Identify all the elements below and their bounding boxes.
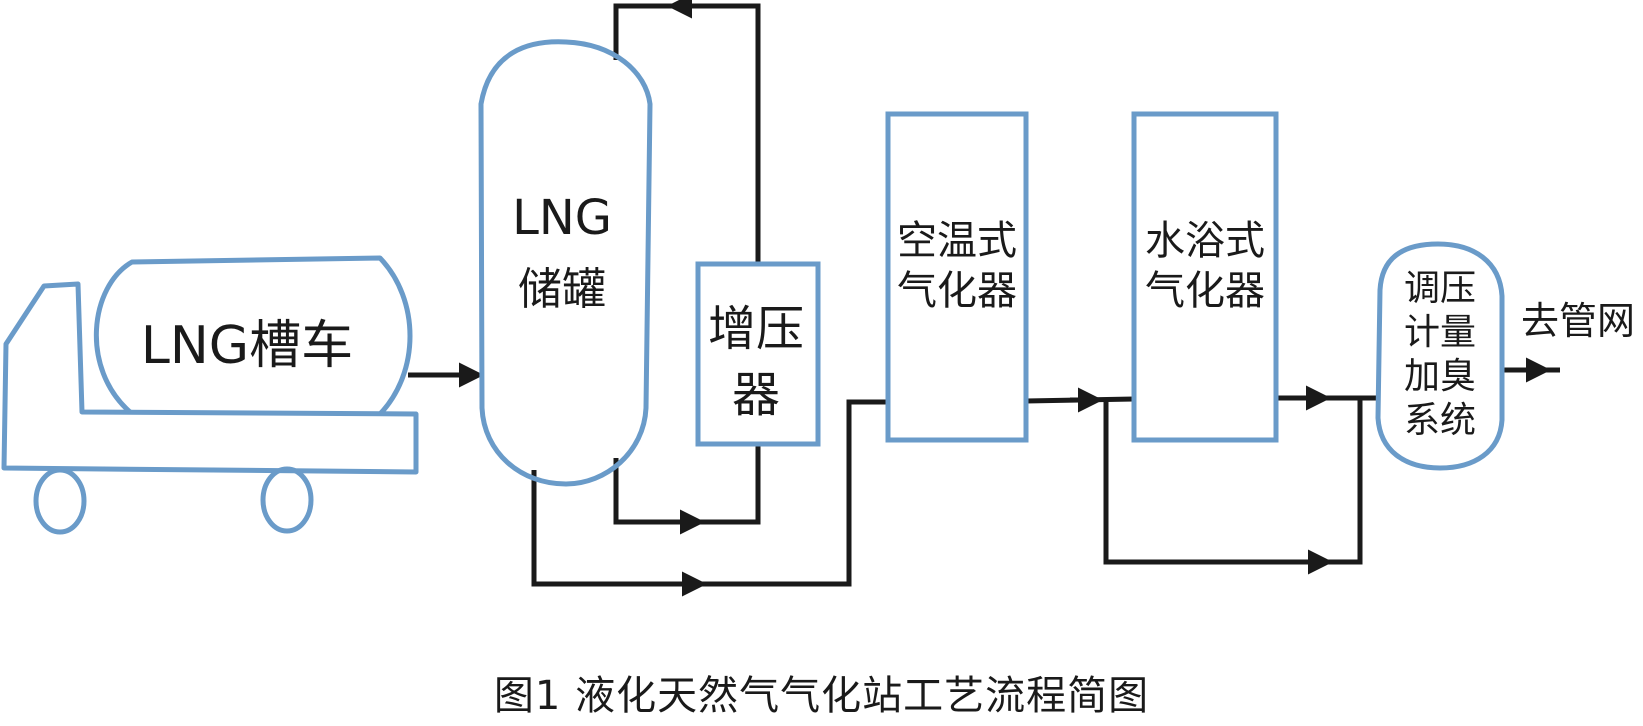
tanker-rear-wheel	[260, 466, 314, 534]
pipe-tank-to-ambient-vaporizer	[531, 399, 888, 587]
pipe-lines	[408, 0, 1560, 597]
booster-label-line1: 增压	[708, 301, 804, 357]
tanker-label: LNG槽车	[141, 316, 353, 376]
water-bath-vaporizer-box	[1131, 111, 1279, 443]
ambient-vaporizer-box	[885, 111, 1029, 443]
tanker-tank-body	[93, 255, 413, 416]
ambient-vaporizer-label-line1: 空温式	[897, 218, 1017, 264]
booster-box	[695, 261, 821, 447]
outlet-label: 去管网	[1521, 299, 1635, 343]
regulating-system-label-line3: 加臭	[1404, 356, 1476, 397]
ambient-vaporizer-label-line2: 气化器	[897, 268, 1017, 314]
figure-caption: 图1 液化天然气气化站工艺流程简图	[493, 673, 1150, 719]
regulating-system-label-line1: 调压	[1404, 268, 1476, 309]
storage-tank-label-line1: LNG	[512, 190, 612, 246]
storage-tank-label-line2: 储罐	[518, 264, 606, 315]
booster-label-line2: 器	[732, 367, 780, 423]
pipe-tank-to-booster	[613, 446, 761, 525]
regulating-system-vessel	[1375, 241, 1505, 471]
lng-tanker	[1, 255, 419, 535]
regulating-system-label-line4: 系统	[1404, 400, 1476, 441]
pipe-bypass-waterbath	[1103, 398, 1363, 565]
water-bath-vaporizer-label-line1: 水浴式	[1145, 218, 1265, 264]
tanker-chassis	[1, 281, 419, 475]
regulating-system-label-line2: 计量	[1404, 312, 1476, 353]
tanker-front-wheel	[33, 467, 87, 535]
water-bath-vaporizer-label-line2: 气化器	[1145, 268, 1265, 314]
pipe-booster-return-loop	[613, 3, 761, 262]
storage-tank-vessel	[478, 39, 653, 487]
